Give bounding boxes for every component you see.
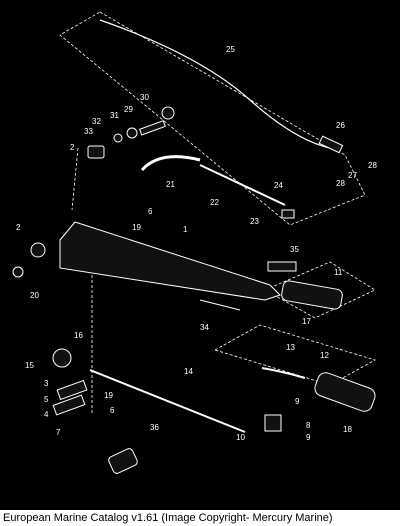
decal (267, 261, 297, 272)
throttle-cable (261, 367, 306, 379)
washer-a (126, 127, 138, 139)
callout-10: 10 (236, 433, 245, 442)
callout-9: 9 (295, 397, 300, 406)
lever-hub (52, 348, 72, 368)
callout-31: 31 (110, 111, 119, 120)
callout-32: 32 (92, 117, 101, 126)
callout-5: 5 (44, 395, 49, 404)
callout-6: 6 (148, 207, 153, 216)
bushing-2 (30, 242, 46, 258)
cable-long (99, 19, 341, 151)
callout-1: 1 (183, 225, 188, 234)
exploded-parts-diagram: 1 2 2 3 4 5 6 6 7 8 9 9 10 11 12 13 14 1… (12, 11, 377, 474)
callout-28b: 28 (336, 179, 345, 188)
threaded-stud (139, 120, 166, 136)
callout-8: 8 (306, 421, 311, 430)
shift-rod (199, 299, 241, 311)
callout-19b: 19 (104, 391, 113, 400)
callout-13: 13 (286, 343, 295, 352)
grip (281, 280, 343, 310)
callout-9b: 9 (306, 433, 311, 442)
knob (161, 106, 175, 120)
bracket (56, 379, 88, 401)
callout-14: 14 (184, 367, 193, 376)
tiller-arm (59, 221, 281, 301)
callout-3: 3 (44, 379, 49, 388)
callout-24: 24 (274, 181, 283, 190)
clip (281, 209, 295, 219)
cable-end-fitting (318, 135, 344, 154)
rod (199, 164, 286, 206)
throttle-group-outline (213, 324, 377, 386)
bushing (87, 145, 105, 159)
callout-26: 26 (336, 121, 345, 130)
callout-27: 27 (348, 171, 357, 180)
callout-33: 33 (84, 127, 93, 136)
cable-group-outline (59, 11, 366, 226)
callout-7: 7 (56, 428, 61, 437)
callout-22: 22 (210, 198, 219, 207)
friction-block (264, 414, 282, 432)
callout-35: 35 (290, 245, 299, 254)
curved-cable (140, 155, 201, 172)
callout-30: 30 (140, 93, 149, 102)
callout-29: 29 (124, 105, 133, 114)
callout-15: 15 (25, 361, 34, 370)
callout-23: 23 (250, 217, 259, 226)
callout-34: 34 (200, 323, 209, 332)
tiller-group-outline (264, 261, 376, 319)
image-caption: European Marine Catalog v1.61 (Image Cop… (0, 510, 400, 526)
callout-36: 36 (150, 423, 159, 432)
callout-6b: 6 (110, 406, 115, 415)
long-rod (89, 369, 246, 433)
callout-17: 17 (302, 317, 311, 326)
callout-4: 4 (44, 410, 49, 419)
callout-21: 21 (166, 180, 175, 189)
friction-knob (108, 448, 138, 474)
throttle-grip (314, 372, 376, 412)
washer-b (113, 133, 123, 143)
callout-12: 12 (320, 351, 329, 360)
callout-16: 16 (74, 331, 83, 340)
callout-2: 2 (70, 143, 75, 152)
callout-28: 28 (368, 161, 377, 170)
plate (52, 394, 86, 416)
nut (12, 266, 24, 278)
callout-18: 18 (343, 425, 352, 434)
callout-labels: 1 2 2 3 4 5 6 6 7 8 9 9 10 11 12 13 14 1… (16, 45, 377, 442)
callout-11: 11 (334, 268, 343, 277)
callout-19: 19 (132, 223, 141, 232)
callout-25: 25 (226, 45, 235, 54)
callout-20: 20 (30, 291, 39, 300)
callout-2b: 2 (16, 223, 21, 232)
